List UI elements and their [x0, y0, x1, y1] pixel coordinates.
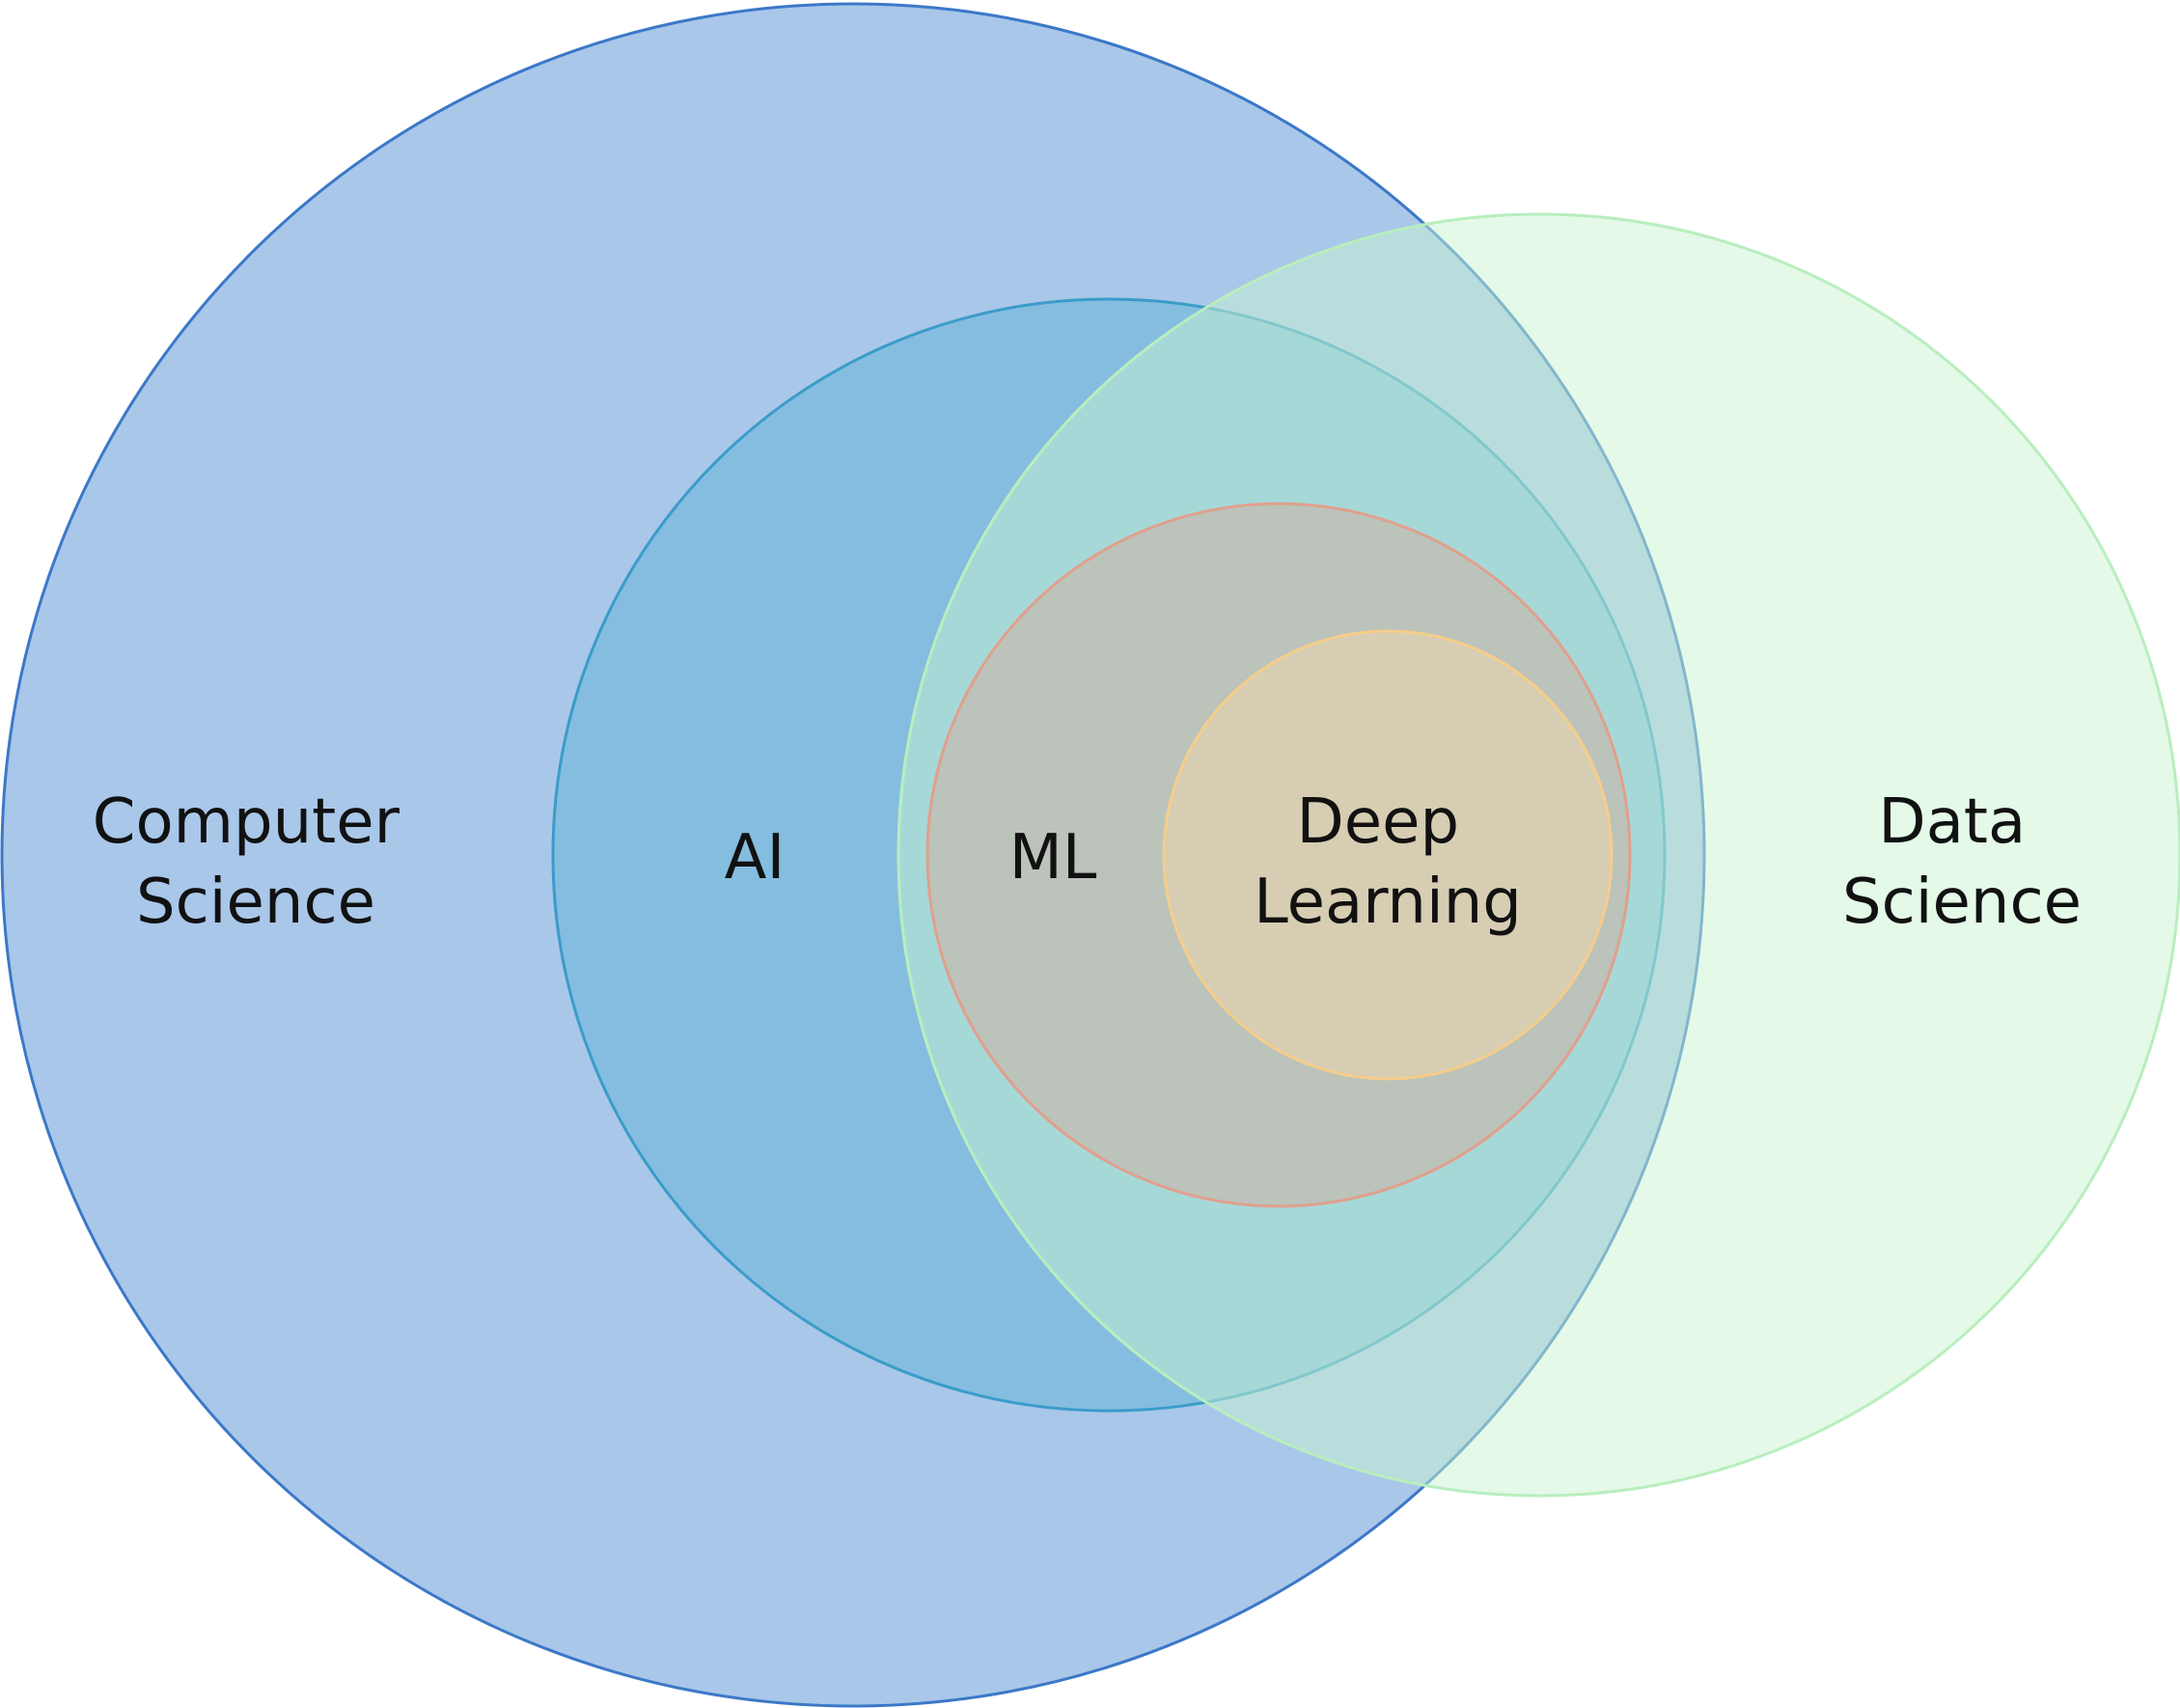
- computer-science-label-line1: Computer: [93, 786, 400, 858]
- computer-science-label-line2: Science: [136, 867, 375, 938]
- deep-learning-label: Deep Learning: [1254, 786, 1522, 938]
- computer-science-label: Computer Science: [93, 786, 420, 938]
- data-science-label-line2: Science: [1842, 867, 2082, 938]
- deep-learning-label-line1: Deep: [1297, 786, 1460, 858]
- data-science-label-line1: Data: [1878, 786, 2026, 858]
- deep-learning-circle: [1162, 629, 1614, 1081]
- data-science-label: Data Science: [1842, 786, 2082, 938]
- deep-learning-label-line2: Learning: [1254, 867, 1522, 938]
- ai-label: AI: [725, 822, 786, 894]
- ml-label: ML: [1009, 822, 1097, 894]
